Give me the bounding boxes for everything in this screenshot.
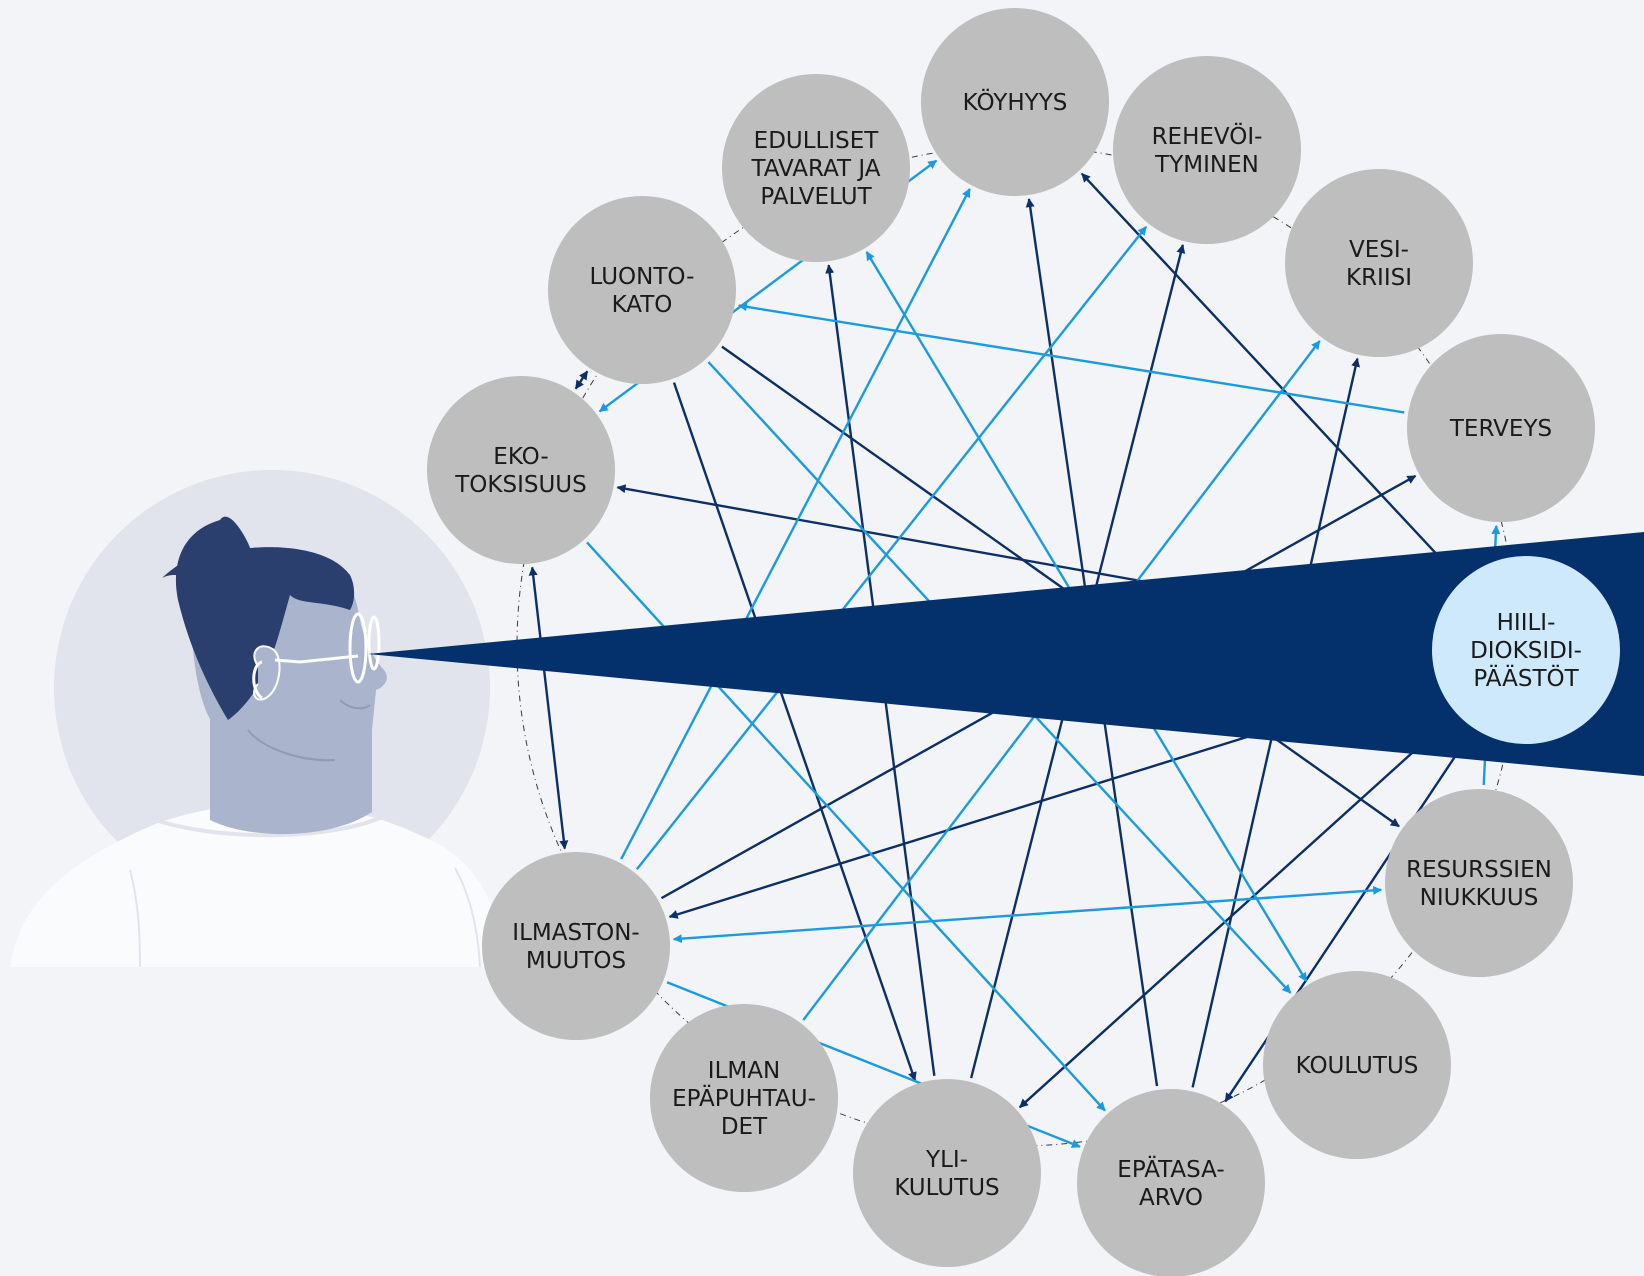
glasses-temple [274, 654, 359, 664]
node-label-luontokato-line-1: KATO [612, 292, 673, 318]
node-label-ilman-line-2: DET [721, 1114, 768, 1140]
node-epatasaarvo: EPÄTASA-ARVO [1077, 1089, 1265, 1276]
person-ear [253, 645, 281, 701]
node-label-edulliset-line-2: PALVELUT [760, 184, 872, 210]
node-circle-ekotoksisuus [427, 376, 615, 564]
node-vesikriisi: VESI-KRIISI [1285, 169, 1473, 357]
viewing-beam [368, 532, 1644, 776]
glasses-lens-back [367, 615, 381, 671]
person-jaw [247, 729, 336, 762]
node-hiilidioksidipaastot: HIILI-DIOKSIDI-PÄÄSTÖT [1432, 556, 1620, 744]
node-ilmastonmuutos: ILMASTON-MUUTOS [482, 852, 670, 1040]
node-koulutus: KOULUTUS [1263, 971, 1451, 1159]
node-ylikulutus: YLI-KULUTUS [853, 1079, 1041, 1267]
node-luontokato: LUONTO-KATO [548, 196, 736, 384]
node-label-vesikriisi-line-1: KRIISI [1346, 265, 1412, 291]
node-circle-luontokato [548, 196, 736, 384]
node-label-koulutus-line-0: KOULUTUS [1296, 1053, 1419, 1079]
node-label-hiilidioksidipaastot-line-1: DIOKSIDI- [1470, 638, 1582, 664]
person-smile [339, 699, 371, 710]
node-circle-resurssien [1385, 789, 1573, 977]
node-label-ilman-line-0: ILMAN [708, 1058, 780, 1084]
node-label-edulliset-line-0: EDULLISET [754, 128, 880, 154]
person-hair-tuft [162, 560, 188, 580]
node-circle-terveys [1407, 334, 1595, 522]
node-rehevoityminen: REHEVÖI-TYMINEN [1113, 56, 1301, 244]
node-terveys: TERVEYS [1407, 334, 1595, 522]
node-label-rehevoityminen-line-1: TYMINEN [1154, 152, 1259, 178]
link-ekotoksisuus-to-luontokato [574, 370, 589, 390]
node-koyhyys: KÖYHYYS [921, 8, 1109, 196]
node-label-luontokato-line-0: LUONTO- [590, 264, 695, 290]
node-label-terveys-line-0: TERVEYS [1449, 416, 1552, 442]
node-label-rehevoityminen-line-0: REHEVÖI- [1152, 122, 1263, 150]
collar [149, 816, 381, 838]
node-circle-koyhyys [921, 8, 1109, 196]
node-label-ilman-line-1: EPÄPUHTAU- [672, 1084, 816, 1112]
glasses-earpiece [252, 660, 264, 700]
shirt-seam-left [129, 869, 141, 967]
person-hair [175, 516, 355, 720]
link-ilmastonmuutos-to-resurssien [672, 885, 1383, 944]
node-label-ilmastonmuutos-line-1: MUUTOS [526, 948, 626, 974]
node-circle-ylikulutus [853, 1079, 1041, 1267]
node-circle-ilmastonmuutos [482, 852, 670, 1040]
node-label-edulliset-line-1: TAVARAT JA [751, 156, 881, 182]
node-label-resurssien-line-1: NIUKKUUS [1420, 885, 1539, 911]
link-ekotoksisuus-to-ilmastonmuutos [528, 566, 569, 850]
nodes-layer: KÖYHYYSREHEVÖI-TYMINENVESI-KRIISITERVEYS… [427, 8, 1620, 1276]
node-label-epatasaarvo-line-0: EPÄTASA- [1117, 1155, 1224, 1183]
node-label-ilmastonmuutos-line-0: ILMASTON- [512, 920, 639, 946]
node-circle-hiilidioksidipaastot [1432, 556, 1620, 744]
node-circle-edulliset [722, 74, 910, 262]
node-label-vesikriisi-line-0: VESI- [1349, 237, 1409, 263]
shirt-seam-right [454, 867, 481, 967]
node-label-ekotoksisuus-line-1: TOKSISUUS [454, 472, 587, 498]
glasses-lens-front [348, 612, 368, 684]
person-shirt [10, 802, 505, 967]
node-circle-vesikriisi [1285, 169, 1473, 357]
node-ekotoksisuus: EKO-TOKSISUUS [427, 376, 615, 564]
node-label-ylikulutus-line-0: YLI- [925, 1147, 968, 1173]
person-illustration [10, 470, 505, 967]
node-label-koyhyys-line-0: KÖYHYYS [963, 88, 1068, 116]
node-label-hiilidioksidipaastot-line-0: HIILI- [1497, 610, 1556, 636]
node-label-resurssien-line-0: RESURSSIEN [1406, 857, 1552, 883]
node-circle-ilman [650, 1004, 838, 1192]
node-label-ekotoksisuus-line-0: EKO- [493, 444, 548, 470]
node-label-ylikulutus-line-1: KULUTUS [894, 1175, 999, 1201]
node-circle-koulutus [1263, 971, 1451, 1159]
link-luontokato-to-ylikulutus [672, 382, 917, 1082]
node-circle-rehevoityminen [1113, 56, 1301, 244]
node-circle-epatasaarvo [1077, 1089, 1265, 1276]
node-label-hiilidioksidipaastot-line-2: PÄÄSTÖT [1473, 664, 1579, 692]
node-label-epatasaarvo-line-1: ARVO [1139, 1185, 1203, 1211]
